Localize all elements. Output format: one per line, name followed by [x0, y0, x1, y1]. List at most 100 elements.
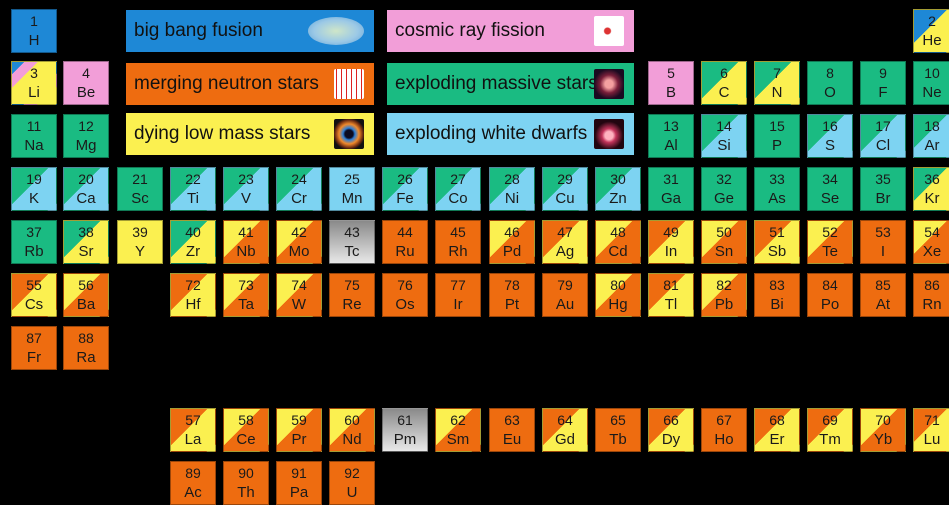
element-symbol: As — [768, 190, 786, 207]
element-symbol: Re — [342, 296, 362, 313]
element-symbol: Be — [76, 84, 96, 101]
legend-label: cosmic ray fission — [395, 20, 545, 41]
element-symbol: Er — [769, 431, 785, 448]
atomic-number: 42 — [291, 224, 307, 240]
element-symbol: Pa — [289, 484, 309, 501]
element-symbol: Au — [555, 296, 575, 313]
element-symbol: K — [28, 190, 39, 207]
atomic-number: 55 — [26, 277, 42, 293]
cmb-map-icon — [308, 17, 364, 45]
element-symbol: Mg — [75, 137, 97, 154]
atomic-number: 65 — [610, 412, 626, 428]
element-symbol: Ti — [187, 190, 199, 207]
atomic-number: 21 — [132, 171, 148, 187]
atomic-number: 6 — [720, 65, 728, 81]
atomic-number: 30 — [610, 171, 626, 187]
element-symbol: Pt — [504, 296, 520, 313]
cosmic-ray-icon — [594, 16, 624, 46]
element-symbol: B — [665, 84, 676, 101]
legend-bigbang: big bang fusion — [126, 10, 374, 52]
atomic-number: 84 — [822, 277, 838, 293]
element-symbol: Sc — [131, 190, 149, 207]
atomic-number: 38 — [78, 224, 94, 240]
atomic-number: 80 — [610, 277, 626, 293]
element-symbol: Nb — [236, 243, 256, 260]
atomic-number: 69 — [822, 412, 838, 428]
element-symbol: Bi — [770, 296, 784, 313]
element-symbol: Rn — [922, 296, 942, 313]
atomic-number: 36 — [924, 171, 940, 187]
atomic-number: 3 — [30, 65, 38, 81]
element-symbol: Zr — [185, 243, 201, 260]
element-symbol: Ta — [238, 296, 254, 313]
atomic-number: 53 — [875, 224, 891, 240]
atomic-number: 81 — [663, 277, 679, 293]
atomic-number: 31 — [663, 171, 679, 187]
element-symbol: Ce — [236, 431, 256, 448]
element-symbol: Hf — [185, 296, 201, 313]
element-symbol: Si — [717, 137, 731, 154]
atomic-number: 5 — [667, 65, 675, 81]
atomic-number: 9 — [879, 65, 887, 81]
atomic-number: 47 — [557, 224, 573, 240]
element-symbol: Lu — [923, 431, 941, 448]
element-symbol: Hg — [608, 296, 628, 313]
atomic-number: 66 — [663, 412, 679, 428]
atomic-number: 34 — [822, 171, 838, 187]
element-symbol: Ag — [555, 243, 575, 260]
atomic-number: 79 — [557, 277, 573, 293]
element-symbol: Gd — [554, 431, 575, 448]
atomic-number: 90 — [238, 465, 254, 481]
atomic-number: 54 — [924, 224, 940, 240]
element-symbol: Br — [875, 190, 891, 207]
atomic-number: 25 — [344, 171, 360, 187]
element-symbol: Se — [820, 190, 840, 207]
atomic-number: 77 — [450, 277, 466, 293]
atomic-number: 37 — [26, 224, 42, 240]
element-symbol: Li — [28, 84, 40, 101]
element-symbol: Ra — [76, 349, 96, 366]
atomic-number: 92 — [344, 465, 360, 481]
element-symbol: Ir — [453, 296, 463, 313]
element-symbol: Fr — [26, 349, 42, 366]
atomic-number: 49 — [663, 224, 679, 240]
element-symbol: Rh — [448, 243, 468, 260]
element-symbol: Tl — [664, 296, 678, 313]
legend-label: exploding white dwarfs — [395, 123, 588, 144]
atomic-number: 18 — [924, 118, 940, 134]
atomic-number: 68 — [769, 412, 785, 428]
